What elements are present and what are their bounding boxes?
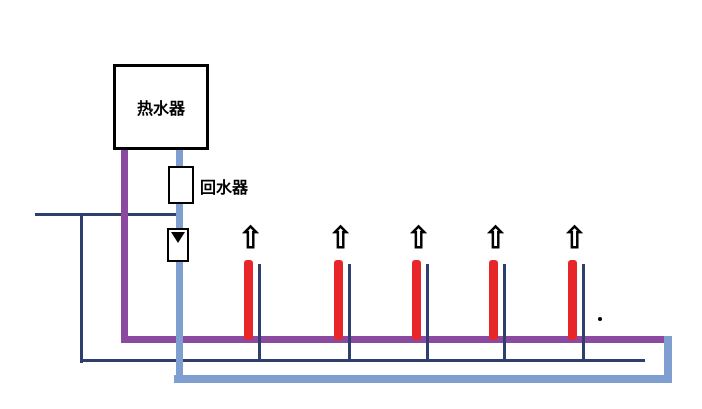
flow-up-arrow-icon: ⇧ bbox=[406, 222, 432, 255]
hot-riser bbox=[334, 260, 343, 340]
flow-up-arrow-icon: ⇧ bbox=[483, 222, 509, 255]
flow-up-arrow-icon: ⇧ bbox=[238, 222, 264, 255]
faucet-2: ⇧ bbox=[328, 224, 364, 363]
flow-up-arrow-icon: ⇧ bbox=[562, 222, 588, 255]
check-valve-icon bbox=[167, 228, 189, 262]
cold-drop-line bbox=[426, 264, 429, 361]
cold-drop-line bbox=[503, 264, 506, 361]
cold-water-bottom-line bbox=[80, 359, 645, 362]
hot-riser bbox=[244, 260, 253, 340]
water-heater-label: 热水器 bbox=[136, 101, 185, 118]
cold-drop-line bbox=[582, 264, 585, 361]
hot-riser bbox=[568, 260, 577, 340]
hot-supply-pipe-horizontal bbox=[121, 336, 668, 343]
flow-up-arrow-icon: ⇧ bbox=[328, 222, 354, 255]
cold-drop-line bbox=[348, 264, 351, 361]
return-pipe-right-riser bbox=[664, 336, 672, 383]
faucet-1: ⇧ bbox=[238, 224, 274, 363]
water-heater-box: 热水器 bbox=[113, 64, 209, 150]
return-device-label: 回水器 bbox=[200, 180, 249, 197]
faucet-5: ⇧ bbox=[562, 224, 598, 363]
cold-water-down-line bbox=[80, 213, 83, 363]
return-pipe-vertical bbox=[176, 144, 183, 382]
hot-supply-pipe-vertical bbox=[121, 144, 128, 343]
hot-riser bbox=[412, 260, 421, 340]
faucet-4: ⇧ bbox=[483, 224, 519, 363]
valve-triangle-icon bbox=[171, 232, 185, 243]
return-device-box bbox=[168, 166, 194, 204]
faucet-3: ⇧ bbox=[406, 224, 442, 363]
cold-drop-line bbox=[258, 264, 261, 361]
cold-water-inlet-line bbox=[35, 213, 182, 216]
return-pipe-horizontal bbox=[174, 375, 672, 383]
hot-riser bbox=[489, 260, 498, 340]
ink-dot bbox=[598, 317, 602, 321]
